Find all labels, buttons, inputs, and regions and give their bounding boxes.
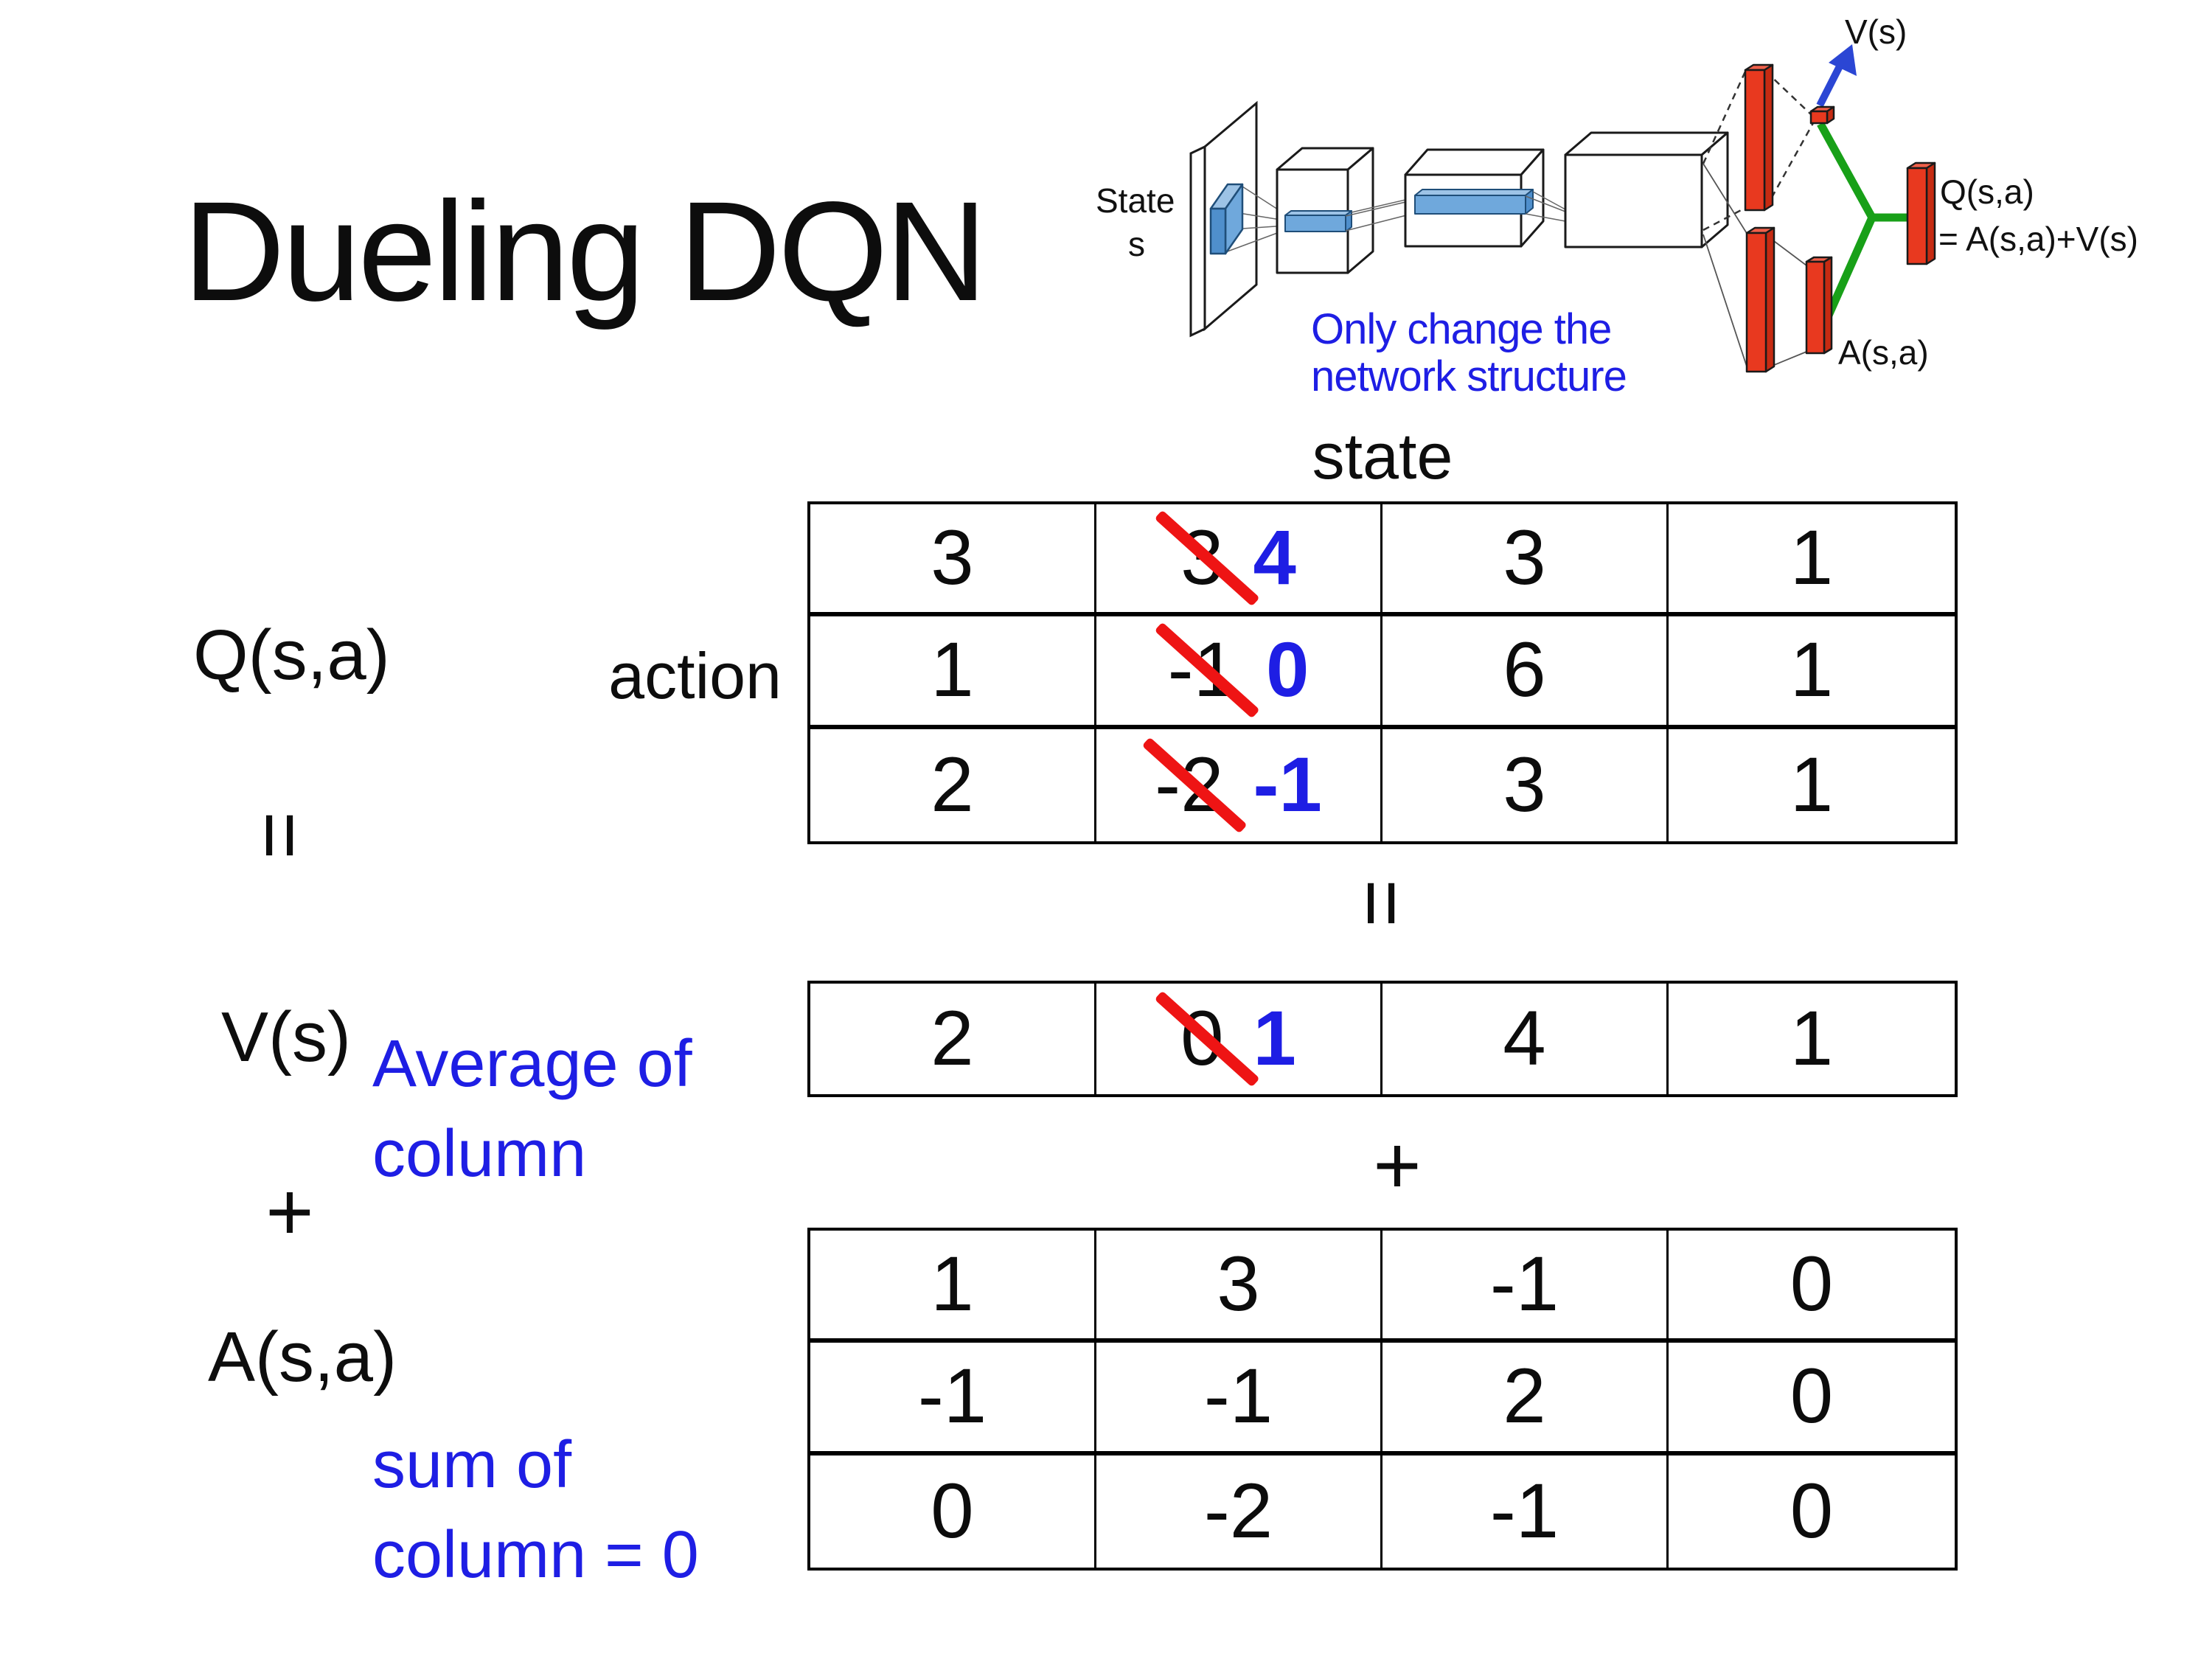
diagram-q-output-label: Q(s,a) [1940, 173, 2034, 211]
q-cell-r3c3: 3 [1382, 728, 1669, 841]
v-cell-c3: 4 [1382, 984, 1669, 1094]
sum-note: sum of column = 0 [372, 1420, 699, 1600]
diagram-advantage-output-label: A(s,a) [1838, 333, 1929, 372]
q-cell-r2c1: 1 [810, 616, 1096, 729]
action-axis-label: action [608, 639, 782, 712]
q-cell-r1c3: 3 [1382, 504, 1669, 617]
a-cell-r1c1: 1 [810, 1231, 1096, 1343]
sum-note-line1: sum of [372, 1428, 572, 1502]
v-cell-c1: 2 [810, 984, 1096, 1094]
q-function-label: Q(s,a) [193, 616, 390, 695]
fc-bar-advantage-hidden [1745, 226, 1775, 373]
conv-patch-1 [1209, 183, 1244, 255]
diagram-q-formula-label: = A(s,a)+V(s) [1938, 220, 2138, 258]
conv-box-3 [1564, 131, 1729, 248]
diagram-note-line2: network structure [1311, 352, 1627, 400]
a-cell-r3c2: -2 [1096, 1455, 1382, 1568]
page-title: Dueling DQN [183, 172, 987, 330]
network-diagram: State s V(s) Q(s,a) = A(s,a)+V(s) A(s,a)… [1096, 13, 2138, 400]
value-node [1809, 105, 1835, 125]
q-table: 3 3 4 3 1 1 -1 0 6 1 2 -2 -1 3 1 [807, 501, 1958, 844]
a-table: 1 3 -1 0 -1 -1 2 0 0 -2 -1 0 [807, 1228, 1958, 1571]
new-value: 0 [1265, 627, 1310, 714]
average-note-line2: column [372, 1117, 587, 1191]
diagram-value-output-label: V(s) [1845, 13, 1907, 51]
state-axis-label: state [1312, 420, 1453, 493]
plus-sign-left: + [265, 1165, 314, 1258]
q-cell-r2c4: 1 [1669, 616, 1955, 729]
diagram-note-line1: Only change the [1311, 305, 1611, 353]
a-cell-r2c4: 0 [1669, 1343, 1955, 1455]
diagram-state-label: State [1096, 181, 1175, 220]
new-value: 4 [1253, 515, 1296, 602]
fc-bar-value-hidden [1744, 63, 1774, 212]
a-cell-r3c3: -1 [1382, 1455, 1669, 1568]
plus-sign-center: + [1373, 1119, 1422, 1211]
value-stream-dashed-lines [1702, 71, 1815, 232]
q-cell-r2c2-struck: -1 0 [1096, 616, 1382, 729]
v-cell-c4: 1 [1790, 995, 1834, 1082]
conv-fan-lines-3 [1525, 191, 1566, 222]
branch-merge-lines [1817, 122, 1910, 319]
new-value: 1 [1253, 995, 1296, 1082]
q-output-bar [1906, 161, 1936, 265]
q-cell-r1c4: 1 [1669, 504, 1955, 617]
q-cell-r3c2-struck: -2 -1 [1096, 728, 1382, 841]
a-cell-r3c1: 0 [810, 1455, 1096, 1568]
v-cell-c2-struck: 0 1 [1096, 984, 1382, 1094]
sum-note-line2: column = 0 [372, 1518, 699, 1592]
a-cell-r2c3: 2 [1382, 1343, 1669, 1455]
new-value: -1 [1253, 741, 1322, 828]
q-cell-r3c1: 2 [810, 728, 1096, 841]
equals-sign-center: = [1336, 879, 1429, 928]
diagram-state-s-label: s [1128, 225, 1145, 263]
feature-bar-1 [1284, 210, 1352, 232]
a-cell-r2c2: -1 [1096, 1343, 1382, 1455]
feature-bar-2 [1414, 189, 1534, 215]
a-function-label: A(s,a) [208, 1318, 397, 1397]
q-cell-r1c2-struck: 3 4 [1096, 504, 1382, 617]
input-plate [1189, 100, 1258, 338]
v-table: 2 0 1 4 1 [807, 981, 1958, 1097]
a-cell-r1c2: 3 [1096, 1231, 1382, 1343]
q-cell-r2c3: 6 [1382, 616, 1669, 729]
v-function-label: V(s) [221, 998, 351, 1077]
equals-sign-left: = [234, 811, 327, 860]
q-cell-r3c4: 1 [1790, 741, 1834, 828]
average-note: Average of column [372, 1019, 692, 1199]
a-cell-r3c4: 0 [1790, 1467, 1834, 1554]
q-cell-r1c1: 3 [810, 504, 1096, 617]
advantage-bar [1805, 256, 1833, 355]
a-cell-r2c1: -1 [810, 1343, 1096, 1455]
a-cell-r1c3: -1 [1382, 1231, 1669, 1343]
a-cell-r1c4: 0 [1669, 1231, 1955, 1343]
average-note-line1: Average of [372, 1027, 692, 1101]
value-output-arrow [1816, 44, 1857, 108]
